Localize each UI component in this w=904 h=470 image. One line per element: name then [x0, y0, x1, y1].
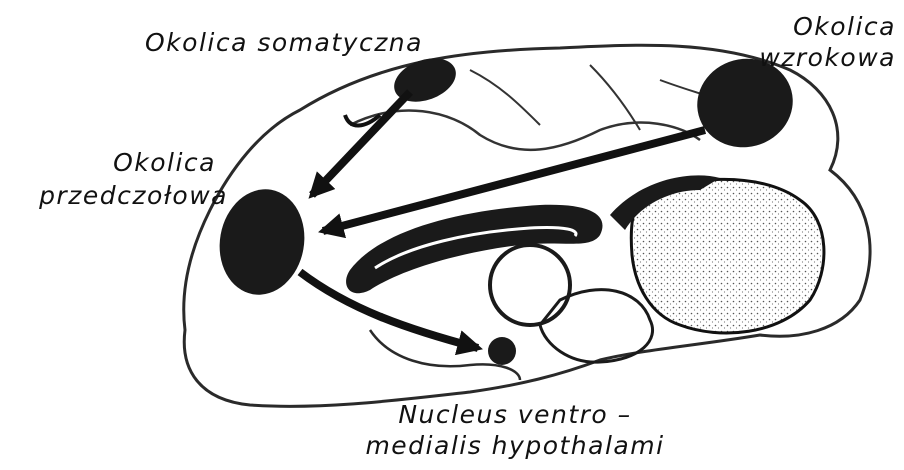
label-prefrontal-line1: Okolica	[8, 150, 228, 175]
label-prefrontal-line2: przedczołowa	[8, 183, 228, 208]
gyrus-line	[590, 65, 640, 130]
gyrus-line	[470, 70, 540, 125]
thalamus	[490, 245, 570, 325]
label-nucleus: Nucleus ventro – medialis hypothalami	[350, 402, 680, 458]
cerebellum	[631, 179, 824, 333]
nucleus-ventromedialis	[488, 337, 516, 365]
label-visual-line2: wzrokowa	[748, 45, 896, 70]
label-somatic-area: Okolica somatyczna	[145, 30, 423, 55]
label-somatic-text: Okolica somatyczna	[145, 30, 423, 55]
label-nucleus-line2: medialis hypothalami	[350, 433, 680, 458]
arrow-prefrontal-to-nucleus	[300, 272, 478, 348]
label-prefrontal-area: Okolica przedczołowa	[8, 150, 228, 208]
label-nucleus-line1: Nucleus ventro –	[350, 402, 680, 427]
arrow-somatic-to-prefrontal	[312, 92, 410, 195]
label-visual-area: Okolica wzrokowa	[748, 14, 896, 70]
label-visual-line1: Okolica	[748, 14, 896, 39]
